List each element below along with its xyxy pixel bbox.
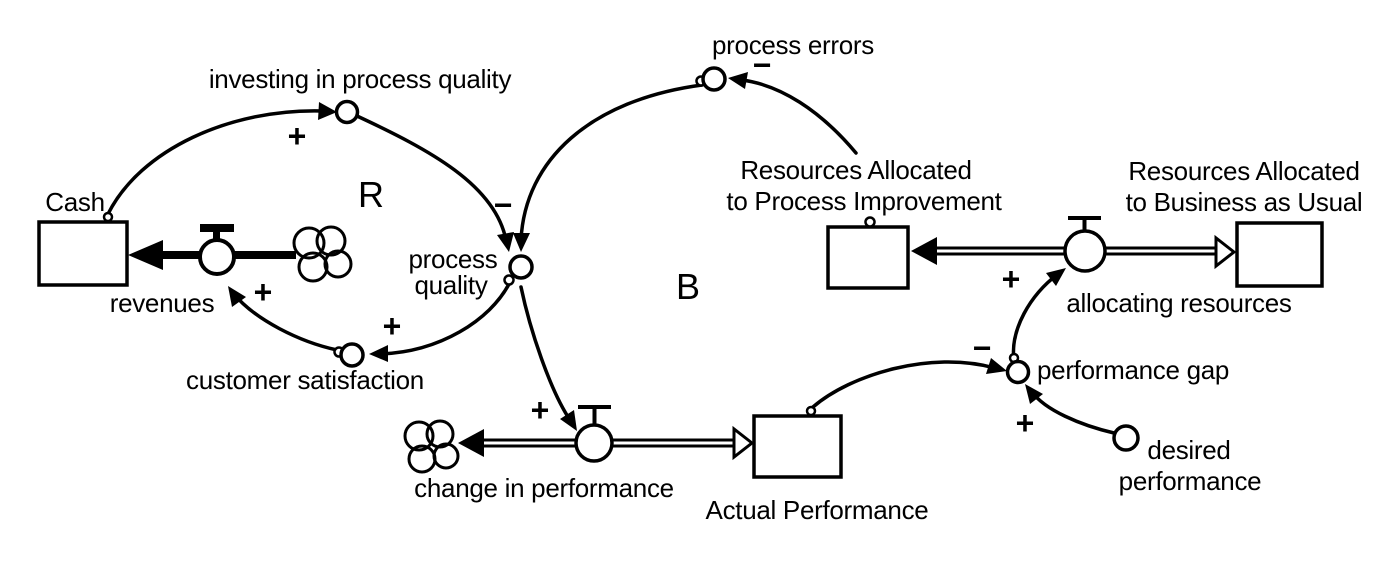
link-process-quality-to-change-in-performance (519, 285, 572, 422)
sign-errors-to-quality: − (494, 187, 513, 223)
sign-quality-to-change: + (531, 392, 550, 428)
label-desired-performance-line1: desired (1147, 435, 1230, 465)
arrowhead-investing-at-process-quality (497, 232, 514, 252)
arrowhead-at-revenues-valve (228, 286, 246, 307)
stock-actual-performance (752, 414, 843, 479)
link-process-improvement-to-process-errors (740, 78, 858, 155)
link-desired-performance-to-performance-gap (1030, 390, 1116, 435)
node-customer-satisfaction (339, 342, 365, 368)
arrowhead-at-investing (318, 102, 337, 120)
sign-cash-to-investing: + (288, 118, 307, 154)
stock-resources-business-as-usual (1235, 221, 1324, 288)
arrowhead-errors-at-process-quality (513, 233, 530, 252)
label-resources-process-improvement-line1: Resources Allocated (740, 155, 971, 185)
arrowhead-at-customer-satisfaction (369, 345, 388, 362)
flow-arrowhead-into-business-as-usual (1214, 234, 1237, 270)
loop-label-reinforcing: R (358, 174, 384, 215)
stock-resources-process-improvement (826, 225, 910, 290)
label-actual-performance: Actual Performance (706, 495, 929, 525)
valve-change-in-performance (574, 405, 614, 463)
node-desired-performance (1112, 424, 1140, 452)
sign-gap-to-allocating: + (1002, 261, 1021, 297)
label-resources-process-improvement-line2: to Process Improvement (726, 186, 1002, 216)
label-allocating-resources: allocating resources (1066, 288, 1292, 318)
valve-allocating-resources (1063, 216, 1107, 273)
label-revenues: revenues (110, 288, 215, 318)
cloud-change-in-performance-source (403, 419, 460, 474)
node-performance-gap (1005, 359, 1031, 385)
label-desired-performance-line2: performance (1119, 466, 1262, 496)
label-resources-business-as-usual-line1: Resources Allocated (1128, 156, 1359, 186)
arrowhead-at-allocating-valve (1046, 268, 1066, 286)
flow-arrowhead-into-actual-performance (732, 425, 755, 461)
link-investing-to-process-quality (355, 114, 508, 242)
sign-improvement-to-errors: − (753, 47, 772, 83)
label-investing-in-process-quality: investing in process quality (209, 64, 512, 94)
label-customer-satisfaction: customer satisfaction (186, 365, 424, 395)
valve-revenues (198, 224, 236, 276)
label-process-errors: process errors (712, 30, 874, 60)
label-performance-gap: performance gap (1037, 355, 1229, 385)
arrowhead-at-change-valve (560, 410, 577, 431)
node-process-errors (701, 66, 727, 92)
flow-arrowhead-into-cloud (458, 429, 484, 457)
arrowhead-at-process-errors (728, 72, 748, 89)
sign-quality-to-satisfaction: + (383, 308, 402, 344)
node-process-quality-outlet (503, 274, 515, 286)
link-actual-performance-to-performance-gap (811, 360, 997, 409)
link-process-quality-to-customer-satisfaction (378, 282, 511, 356)
node-cash-outlet (102, 211, 114, 223)
loop-label-balancing: B (676, 266, 700, 307)
link-customer-satisfaction-to-revenues (231, 291, 339, 352)
node-process-improvement-outlet (864, 216, 876, 228)
stock-cash (37, 220, 129, 287)
node-process-quality (508, 254, 534, 280)
label-resources-business-as-usual-line2: to Business as Usual (1126, 187, 1363, 217)
link-process-errors-to-process-quality (519, 83, 704, 242)
flow-arrowhead-into-process-improvement (911, 237, 937, 265)
label-process-quality-line1: process (409, 244, 498, 274)
node-investing-in-process-quality (334, 99, 360, 125)
arrowhead-actual-at-performance-gap (986, 358, 1007, 374)
link-cash-to-investing (106, 109, 326, 216)
sign-desired-to-gap: + (1016, 405, 1035, 441)
label-cash: Cash (45, 187, 105, 217)
cloud-revenues-source (292, 225, 353, 283)
label-change-in-performance: change in performance (414, 473, 674, 503)
flow-arrowhead-into-cash (128, 240, 163, 270)
sign-satisfaction-to-revenues: + (254, 274, 273, 310)
sign-actual-to-gap: − (973, 330, 992, 366)
node-actual-performance-outlet (805, 405, 817, 417)
arrowhead-desired-at-performance-gap (1025, 384, 1043, 404)
link-performance-gap-to-allocating-resources (1011, 272, 1060, 362)
label-process-quality-line2: quality (414, 270, 487, 300)
